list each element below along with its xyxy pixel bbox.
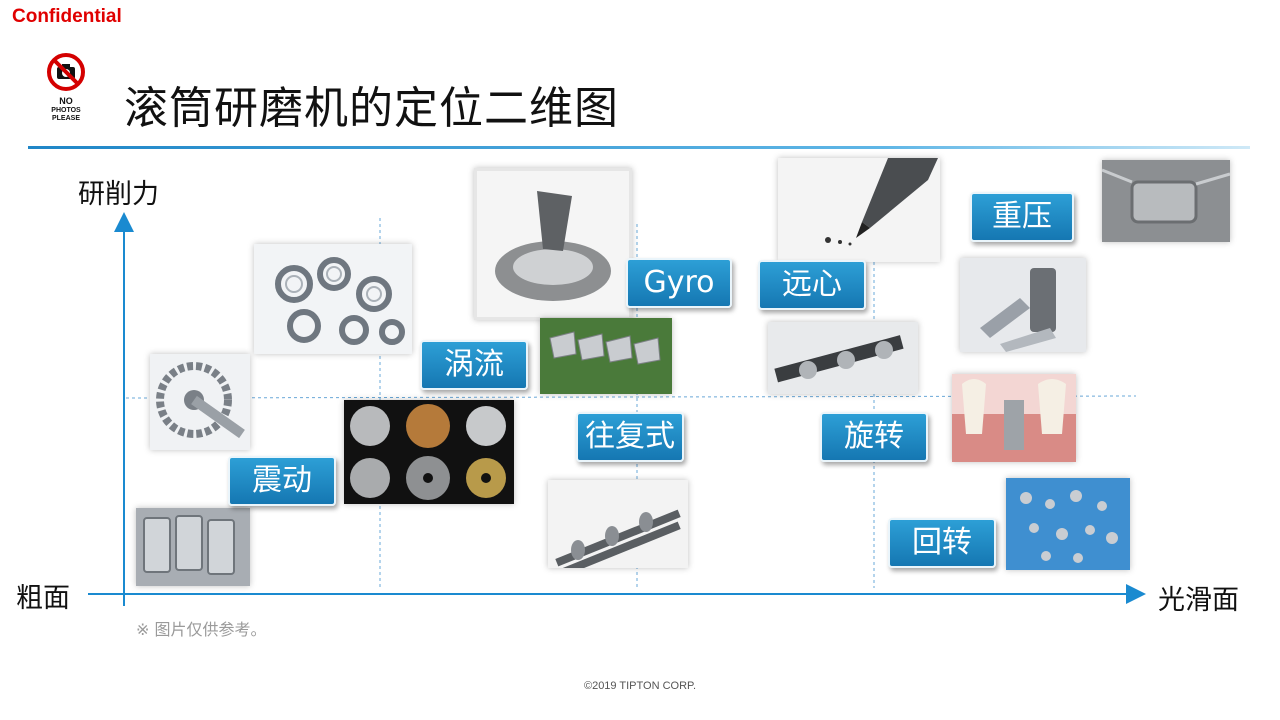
golf-clubs-photo — [540, 318, 672, 394]
tag-zhendong: 震动 — [228, 456, 336, 506]
confidential-label: Confidential — [12, 6, 122, 27]
tag-huizhuan: 回转 — [888, 518, 996, 568]
tag-wangfushi: 往复式 — [576, 412, 684, 462]
sprocket-photo — [150, 354, 250, 450]
plastic-part-photo — [1102, 160, 1230, 242]
stamped-parts-photo — [136, 508, 250, 586]
x-axis-right-label: 光滑面 — [1158, 585, 1239, 616]
no-photos-text-2: PHOTOS — [51, 107, 81, 114]
tag-woliu: 涡流 — [420, 340, 528, 390]
implant-parts-photo — [960, 258, 1086, 352]
no-photos-text-3: PLEASE — [51, 115, 80, 122]
y-axis-label: 研削力 — [78, 179, 159, 210]
small-parts-photo — [1006, 478, 1130, 570]
camshafts-photo — [548, 480, 688, 568]
pen-tip-photo — [778, 158, 940, 262]
gear-photo — [474, 168, 632, 320]
coins-photo — [344, 400, 514, 504]
tag-gyro: Gyro — [626, 258, 732, 308]
tag-zhongya: 重压 — [970, 192, 1074, 242]
copyright-footer: ©2019 TIPTON CORP. — [583, 680, 697, 692]
title-divider — [28, 146, 1250, 149]
tag-yuanxin: 远心 — [758, 260, 866, 310]
no-photos-text-1: NO — [59, 96, 73, 106]
shafts-photo — [768, 322, 918, 394]
no-camera-icon — [47, 53, 85, 91]
no-photos-badge: NO PHOTOS PLEASE — [44, 52, 88, 123]
page-title: 滚筒研磨机的定位二维图 — [124, 83, 619, 134]
tag-xuanzhuan: 旋转 — [820, 412, 928, 462]
reference-note: ※ 图片仅供参考。 — [136, 620, 267, 639]
x-axis-left-label: 粗面 — [16, 583, 70, 614]
bearings-photo — [254, 244, 412, 354]
dental-implant-photo — [952, 374, 1076, 462]
